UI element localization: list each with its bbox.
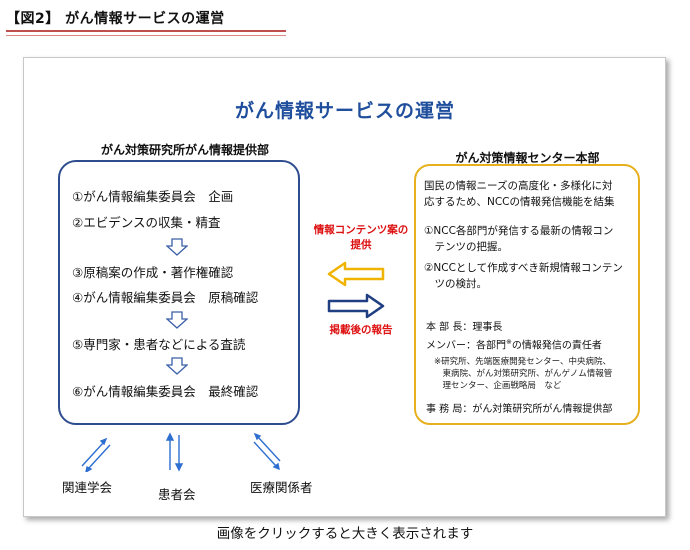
image-caption: 画像をクリックすると大きく表示されます bbox=[216, 526, 474, 542]
right-item-2: ②NCCとして作成すべき新規情報コンテン ツの検討。 bbox=[424, 262, 623, 290]
step-2: ②エビデンスの収集・精査 bbox=[72, 215, 221, 230]
bidirectional-arrow-icon bbox=[81, 437, 111, 472]
bidirectional-arrow-icon bbox=[165, 432, 184, 472]
stakeholder-medical-professionals: 医療関係者 bbox=[250, 480, 313, 495]
report-label: 掲載後の報告 bbox=[329, 324, 393, 336]
down-arrow-icon bbox=[166, 311, 188, 329]
divider bbox=[6, 30, 286, 32]
right-intro: 国民の情報ニーズの高度化・多様化に対 応するため、NCCの情報発信機能を結集 bbox=[424, 180, 615, 208]
left-panel-header: がん対策研究所がん情報提供部 bbox=[100, 143, 269, 157]
right-panel-header: がん対策情報センター本部 bbox=[455, 151, 600, 165]
right-panel-box bbox=[414, 164, 640, 425]
right-item-1: ①NCC各部門が発信する最新の情報コン テンツの把握。 bbox=[424, 225, 614, 253]
step-5: ⑤専門家・患者などによる査読 bbox=[72, 337, 246, 352]
bidirectional-arrow-icon bbox=[253, 432, 281, 471]
step-4: ④がん情報編集委員会 原稿確認 bbox=[72, 290, 259, 305]
member-row: メンバー：各部門※の情報発信の責任者 bbox=[426, 338, 602, 352]
provide-label: 情報コンテンツ案の 提供 bbox=[313, 224, 409, 251]
diagram-image[interactable] bbox=[23, 57, 666, 517]
step-6: ⑥がん情報編集委員会 最終確認 bbox=[72, 384, 259, 399]
left-arrow-icon bbox=[327, 261, 385, 287]
member-note: ※研究所、先端医療開発センター、中央病院、 東病院、がん対策研究所、がんゲノム情… bbox=[434, 357, 613, 391]
down-arrow-icon bbox=[166, 238, 188, 256]
diagram-title: がん情報サービスの運営 bbox=[234, 100, 455, 122]
divider bbox=[6, 35, 286, 36]
step-3: ③原稿案の作成・著作権確認 bbox=[72, 265, 234, 280]
down-arrow-icon bbox=[166, 357, 188, 375]
head-row: 本 部 長：理事長 bbox=[426, 322, 503, 333]
step-1: ①がん情報編集委員会 企画 bbox=[72, 189, 234, 204]
left-panel-box bbox=[58, 160, 300, 425]
figure-label: 【図2】 がん情報サービスの運営 bbox=[6, 11, 225, 27]
right-arrow-icon bbox=[327, 293, 385, 319]
office-row: 事 務 局：がん対策研究所がん情報提供部 bbox=[426, 404, 613, 415]
stakeholder-patient-groups: 患者会 bbox=[158, 487, 196, 502]
stakeholder-academic-societies: 関連学会 bbox=[62, 480, 113, 495]
